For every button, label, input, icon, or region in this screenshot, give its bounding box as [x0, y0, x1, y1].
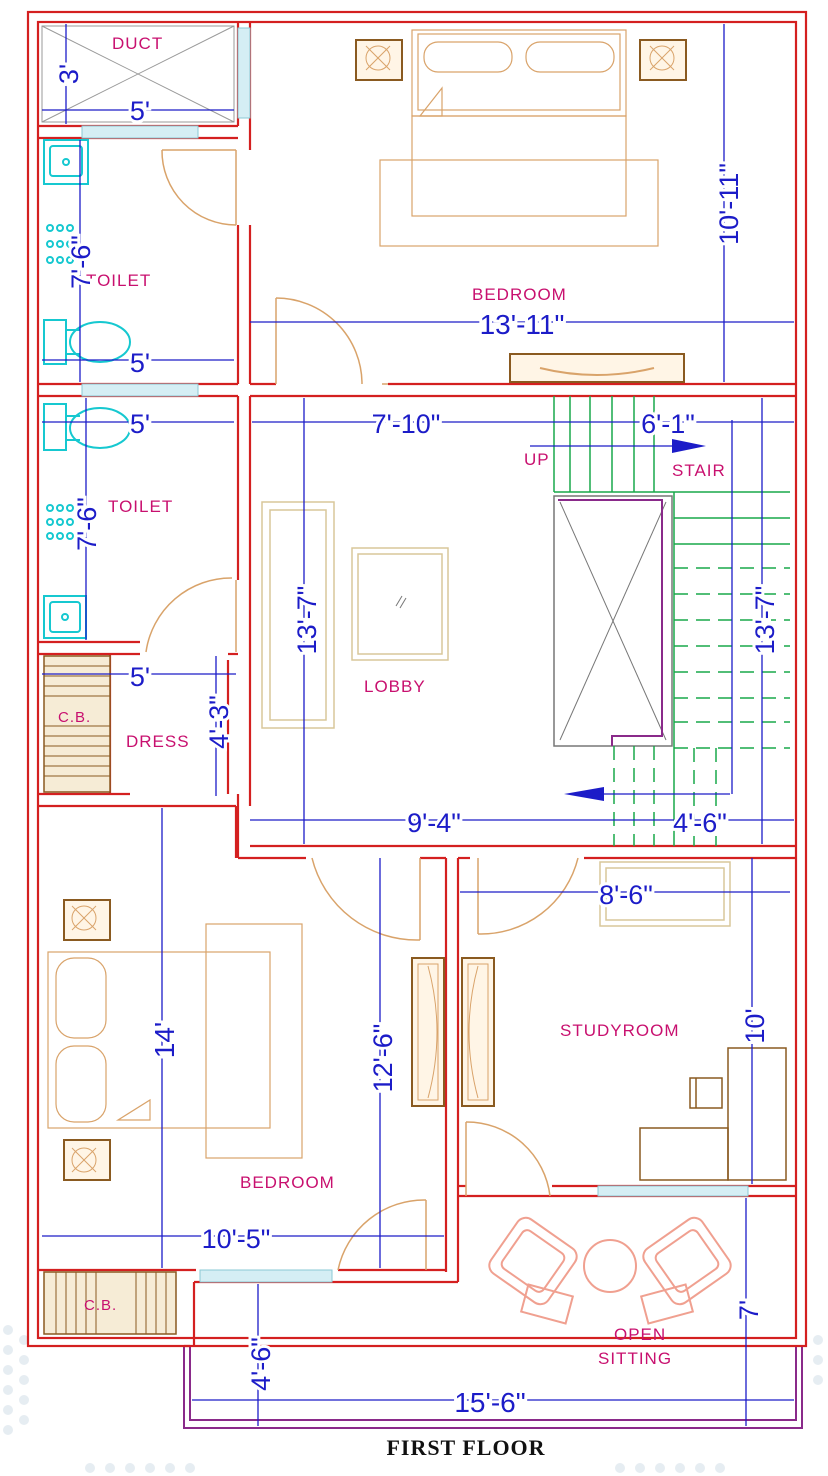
- bed-bottom: [47, 923, 303, 1159]
- dim-stair-bottom: 4'-6": [673, 808, 727, 838]
- dim-lobby-top: 7'-10": [372, 409, 441, 439]
- lamps-bottom: [71, 905, 97, 1173]
- label-lobby: LOBBY: [364, 677, 426, 696]
- dim-stair-w: 6'-1": [641, 409, 695, 439]
- duct-cross: [41, 25, 235, 123]
- bed-top: [379, 29, 659, 247]
- cupboard-top-lines: [44, 665, 110, 777]
- wardrobe-curves: [417, 963, 489, 1101]
- dimension-texts: 3' 5' 7'-6" 5' 13'-11" 10'-11" 5' 7'-6" …: [51, 61, 783, 1421]
- dim-bedroom2-h2: 12'-6": [368, 1024, 398, 1093]
- label-bedroom-top: BEDROOM: [472, 285, 567, 304]
- bedside-tables-top: [355, 39, 687, 81]
- dim-study-h: 10': [740, 1008, 770, 1043]
- lobby-furniture: [261, 501, 449, 729]
- dim-bedroom-h: 10'-11": [714, 163, 744, 245]
- label-open: OPEN: [614, 1325, 666, 1344]
- cupboard-bottom-lines: [55, 1272, 167, 1334]
- dim-study-w: 8'-6": [599, 880, 653, 910]
- dim-bedroom2-w: 10'-5": [202, 1224, 271, 1254]
- open-sitting-furniture: [488, 1216, 732, 1325]
- cupboard-top: [43, 655, 111, 793]
- dim-lobby-h: 13'-7": [292, 586, 322, 655]
- lobby-table-mark: [395, 595, 407, 609]
- dim-toilet1-w: 5': [130, 348, 150, 378]
- dim-lobby-w: 9'-4": [407, 808, 461, 838]
- label-stair: STAIR: [672, 461, 726, 480]
- stair-arrows: [564, 439, 706, 801]
- walls: [26, 10, 808, 1348]
- label-cb-bottom: C.B.: [84, 1297, 117, 1314]
- tv-unit-top: [509, 353, 685, 383]
- windows: [81, 27, 749, 1283]
- dim-sitting-w: 15'-6": [454, 1387, 525, 1418]
- label-studyroom: STUDYROOM: [560, 1021, 680, 1040]
- dim-duct-w: 5': [130, 96, 150, 126]
- label-bedroom-bottom: BEDROOM: [240, 1173, 335, 1192]
- label-sitting: SITTING: [598, 1349, 672, 1368]
- background-dot-pattern: [3, 1325, 823, 1473]
- wardrobes: [411, 957, 495, 1107]
- label-up: UP: [524, 450, 550, 469]
- plan-title: FIRST FLOOR: [386, 1435, 545, 1460]
- label-cb-top: C.B.: [58, 709, 91, 726]
- dim-bedroom-w: 13'-11": [480, 309, 565, 340]
- dim-toilet2-h: 7'-6": [72, 497, 102, 551]
- lamps-top: [365, 45, 675, 71]
- label-toilet-top: TOILET: [86, 271, 151, 290]
- label-dress: DRESS: [126, 732, 190, 751]
- dim-toilet1-h: 7'-6": [66, 235, 96, 289]
- bedside-tables-bottom: [63, 899, 111, 1181]
- dim-duct-h: 3': [54, 64, 84, 84]
- dim-bedroom2-h: 14': [149, 1022, 180, 1059]
- dim-sitting-h2: 7': [734, 1300, 764, 1320]
- dim-stair-h: 13'-7": [750, 586, 780, 655]
- doors: [145, 149, 579, 1271]
- dim-dress-h: 4'-3": [204, 695, 234, 749]
- stair-void-cross: [559, 501, 667, 741]
- toilet-fixtures: [43, 139, 131, 639]
- label-toilet-mid: TOILET: [108, 497, 173, 516]
- balcony-outline: [183, 1346, 803, 1429]
- dim-sitting-h: 4'-6": [246, 1337, 276, 1391]
- label-duct: DUCT: [112, 34, 163, 53]
- stair-handrail: [558, 499, 663, 746]
- study-sofa: [599, 861, 731, 927]
- dim-dress-w: 5': [130, 662, 150, 692]
- dimension-lines: [42, 24, 794, 1426]
- study-desk: [639, 1047, 787, 1181]
- dim-toilet2-w: 5': [130, 409, 150, 439]
